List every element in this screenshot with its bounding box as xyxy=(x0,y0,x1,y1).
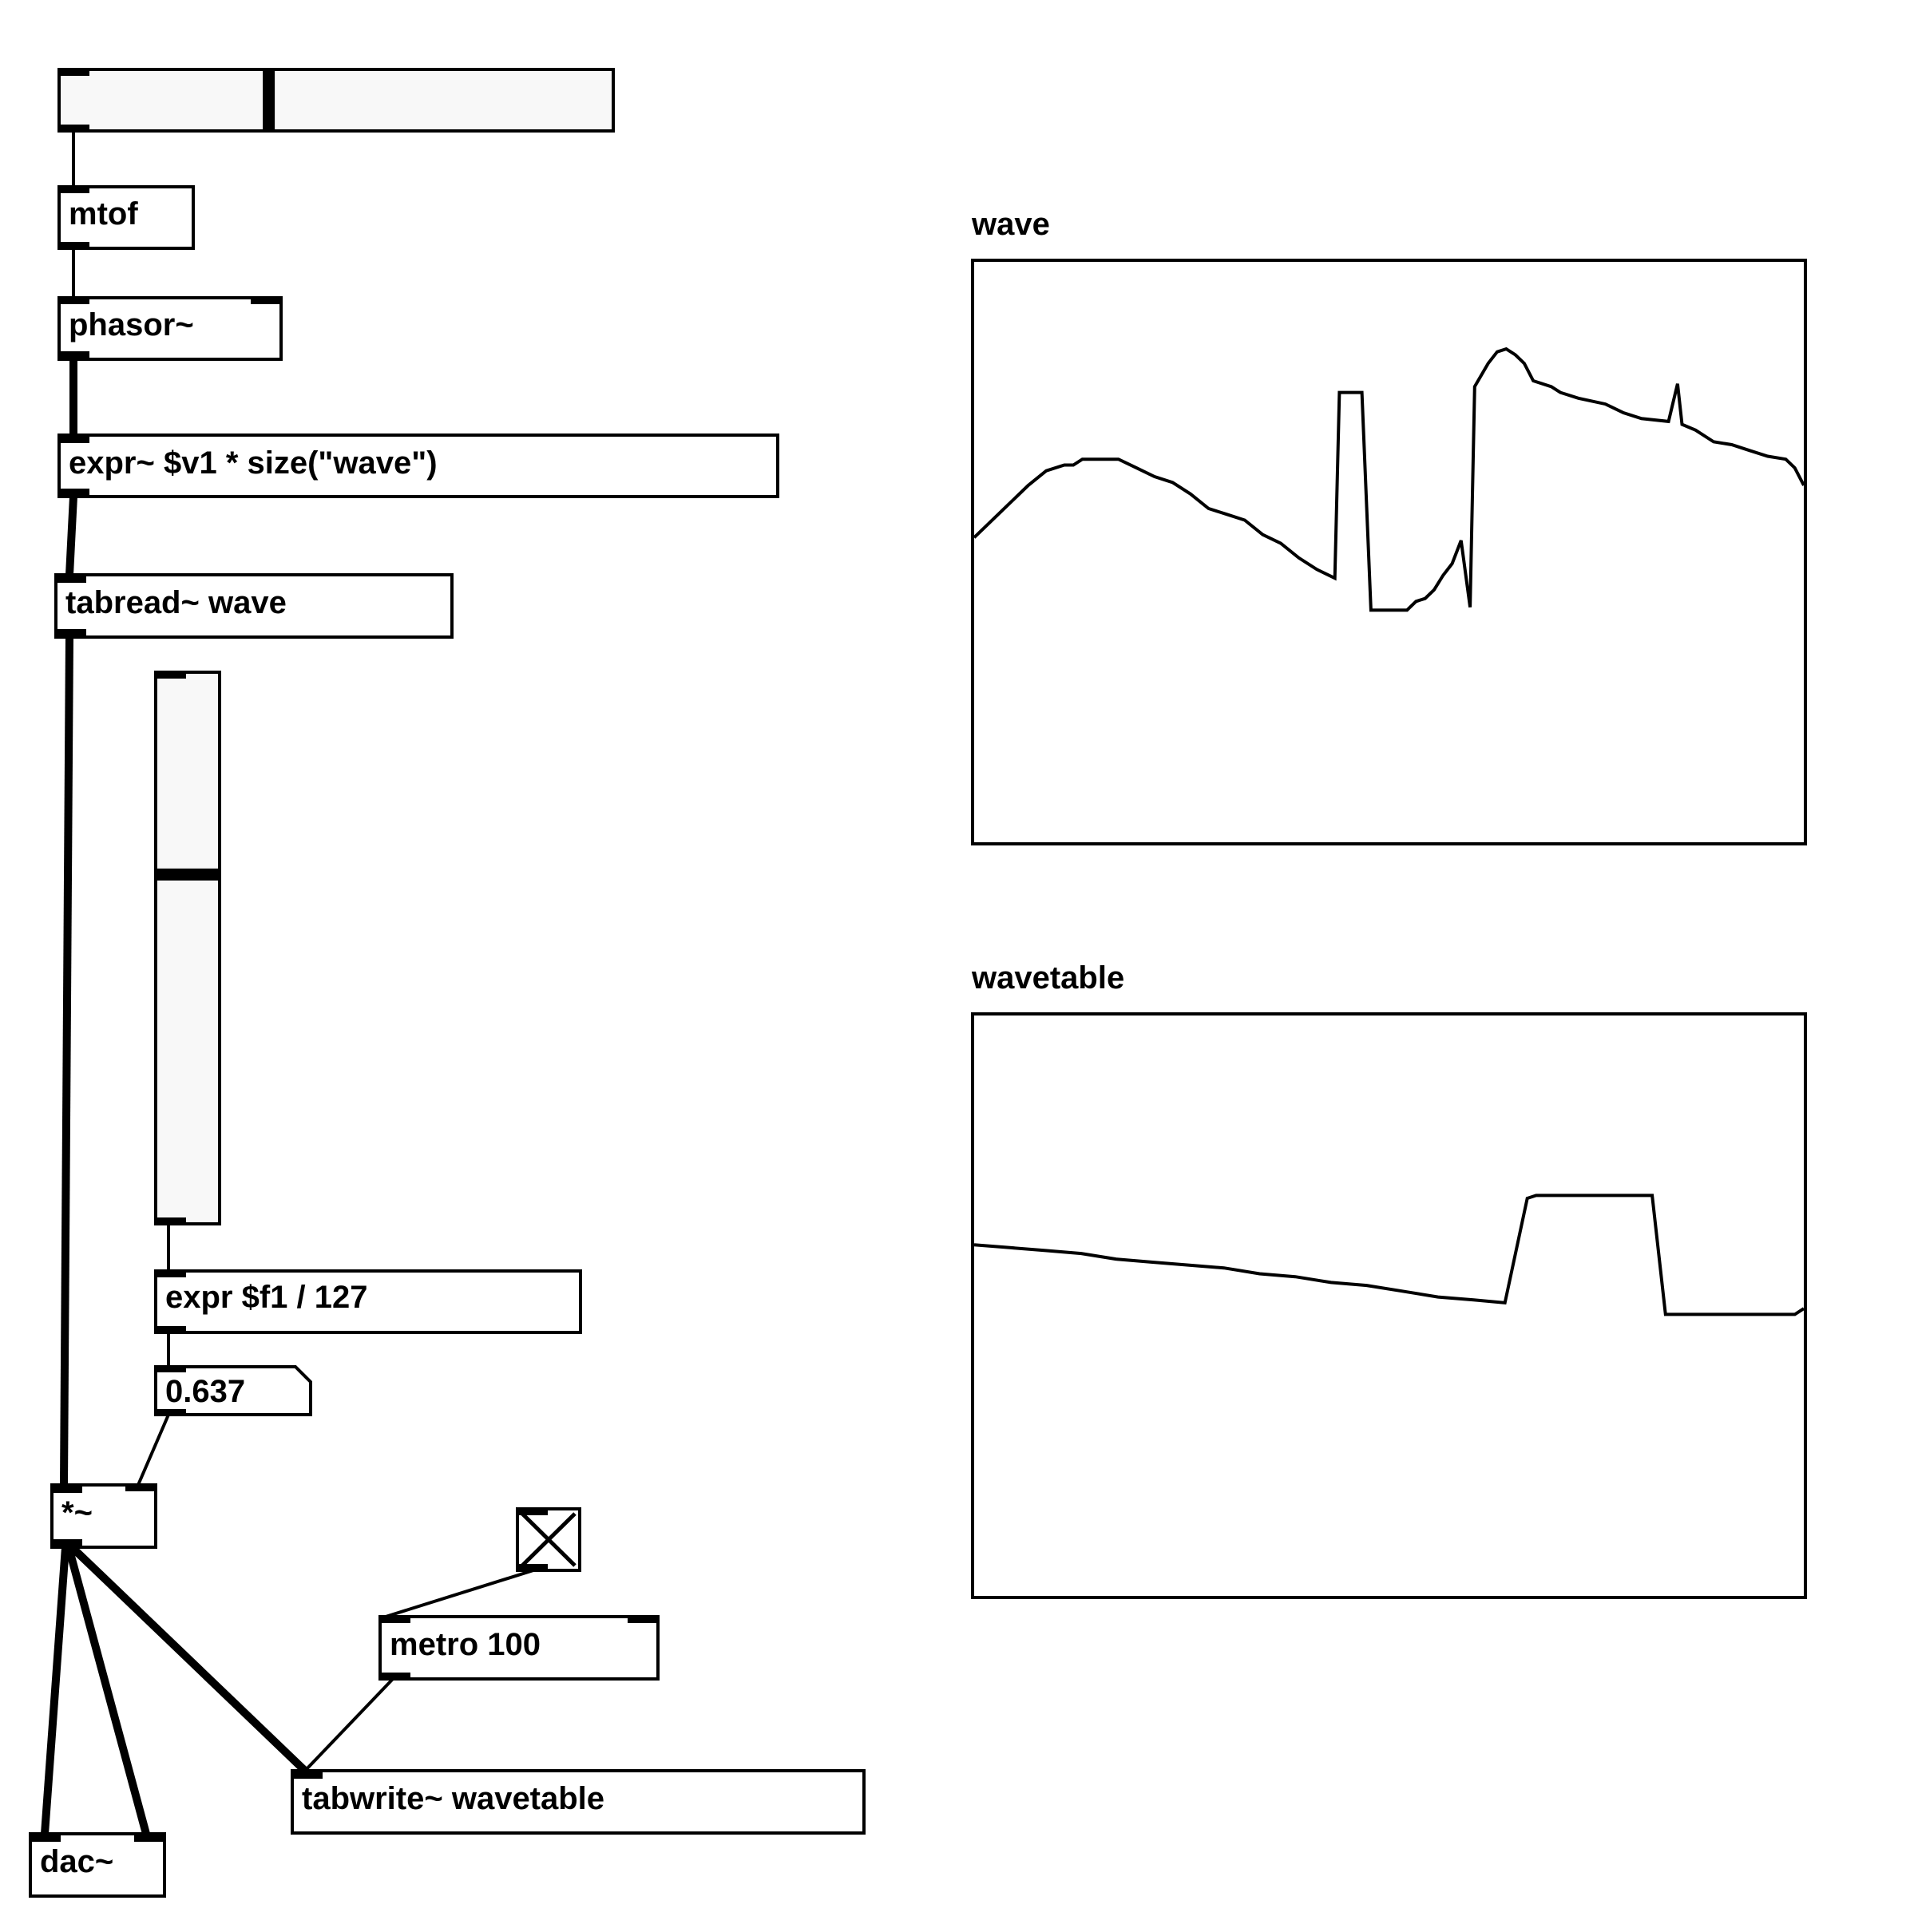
object-tabread-label: tabread~ wave xyxy=(65,585,287,620)
object-metro-box[interactable] xyxy=(378,1615,660,1681)
inlet-left xyxy=(52,1485,82,1493)
cord-multiply-dac-right xyxy=(65,1546,150,1835)
outlet xyxy=(59,489,89,497)
array-wave-title: wave xyxy=(971,207,1050,242)
inlet xyxy=(59,187,89,193)
cord-multiply-tabwrite xyxy=(69,1544,308,1774)
toggle[interactable] xyxy=(516,1507,581,1572)
inlet-right xyxy=(251,298,281,304)
hslider-outlet xyxy=(59,125,89,131)
inlet-right xyxy=(628,1617,658,1623)
object-dac-label: dac~ xyxy=(40,1844,113,1879)
hslider[interactable] xyxy=(57,68,615,133)
object-tabwrite-label: tabwrite~ wavetable xyxy=(302,1781,604,1816)
outlet xyxy=(52,1539,82,1547)
object-phasor-box[interactable] xyxy=(57,296,283,361)
array-wavetable-frame[interactable] xyxy=(971,1012,1807,1599)
vslider-handle[interactable] xyxy=(157,868,218,881)
array-wave[interactable]: wave xyxy=(971,207,1807,845)
inlet xyxy=(59,435,89,443)
number-box-value: 0.637 xyxy=(165,1374,245,1409)
cord-tabread-multiply xyxy=(60,636,73,1486)
vslider[interactable] xyxy=(154,671,221,1225)
object-tabwrite[interactable]: tabwrite~ wavetable xyxy=(291,1769,866,1835)
patch-cords xyxy=(41,131,534,1835)
inlet xyxy=(292,1771,323,1779)
object-dac[interactable]: dac~ xyxy=(29,1832,166,1898)
vslider-outlet xyxy=(156,1217,186,1224)
object-phasor-label: phasor~ xyxy=(69,307,194,342)
inlet-right xyxy=(134,1834,164,1842)
inlet xyxy=(56,575,86,583)
array-wavetable-title: wavetable xyxy=(971,960,1124,996)
toggle-inlet xyxy=(517,1509,548,1515)
hslider-handle[interactable] xyxy=(263,71,275,129)
number-box[interactable]: 0.637 xyxy=(154,1365,312,1416)
object-dac-box[interactable] xyxy=(29,1832,166,1898)
object-expr-size-label: expr~ $v1 * size("wave") xyxy=(69,445,438,481)
cord-expr-tabread xyxy=(65,496,77,576)
vslider-inlet xyxy=(156,672,186,679)
object-expr-size[interactable]: expr~ $v1 * size("wave") xyxy=(57,434,779,498)
array-wavetable-graph xyxy=(973,1194,1805,1316)
object-multiply[interactable]: *~ xyxy=(50,1483,157,1549)
outlet xyxy=(156,1409,186,1415)
hslider-body[interactable] xyxy=(57,68,615,133)
object-multiply-box[interactable] xyxy=(50,1483,157,1549)
object-expr-size-box[interactable] xyxy=(57,434,779,498)
object-tabwrite-box[interactable] xyxy=(291,1769,866,1835)
object-phasor[interactable]: phasor~ xyxy=(57,296,283,361)
cord-multiply-dac-left xyxy=(41,1546,69,1835)
cord-number-multiply xyxy=(137,1414,170,1486)
hslider-inlet xyxy=(59,69,89,76)
object-metro[interactable]: metro 100 xyxy=(378,1615,660,1681)
outlet xyxy=(156,1326,186,1332)
cord-toggle-metro xyxy=(385,1569,534,1618)
array-wave-frame[interactable] xyxy=(971,259,1807,845)
cord-metro-tabwrite xyxy=(303,1677,394,1772)
outlet xyxy=(59,242,89,248)
object-metro-label: metro 100 xyxy=(390,1627,541,1662)
array-wave-graph xyxy=(973,346,1805,612)
outlet xyxy=(380,1673,410,1679)
object-mtof-box[interactable] xyxy=(57,185,195,250)
inlet-right xyxy=(125,1485,156,1491)
outlet xyxy=(56,629,86,637)
inlet-left xyxy=(59,298,89,304)
object-expr-scale-box[interactable] xyxy=(154,1269,582,1334)
inlet-left xyxy=(380,1617,410,1623)
object-expr-scale-label: expr $f1 / 127 xyxy=(165,1280,368,1315)
vslider-body[interactable] xyxy=(154,671,221,1225)
outlet xyxy=(59,351,89,359)
object-mtof-label: mtof xyxy=(69,196,138,232)
inlet xyxy=(156,1271,186,1277)
object-multiply-label: *~ xyxy=(61,1495,93,1530)
object-expr-scale[interactable]: expr $f1 / 127 xyxy=(154,1269,582,1334)
toggle-check-mark xyxy=(521,1512,577,1567)
array-wavetable[interactable]: wavetable xyxy=(971,960,1807,1599)
number-box-frame[interactable] xyxy=(154,1365,312,1416)
inlet-left xyxy=(30,1834,61,1842)
object-tabread-box[interactable] xyxy=(54,573,454,639)
object-tabread[interactable]: tabread~ wave xyxy=(54,573,454,639)
toggle-outlet xyxy=(517,1564,548,1570)
object-mtof[interactable]: mtof xyxy=(57,185,195,250)
inlet xyxy=(156,1367,186,1372)
